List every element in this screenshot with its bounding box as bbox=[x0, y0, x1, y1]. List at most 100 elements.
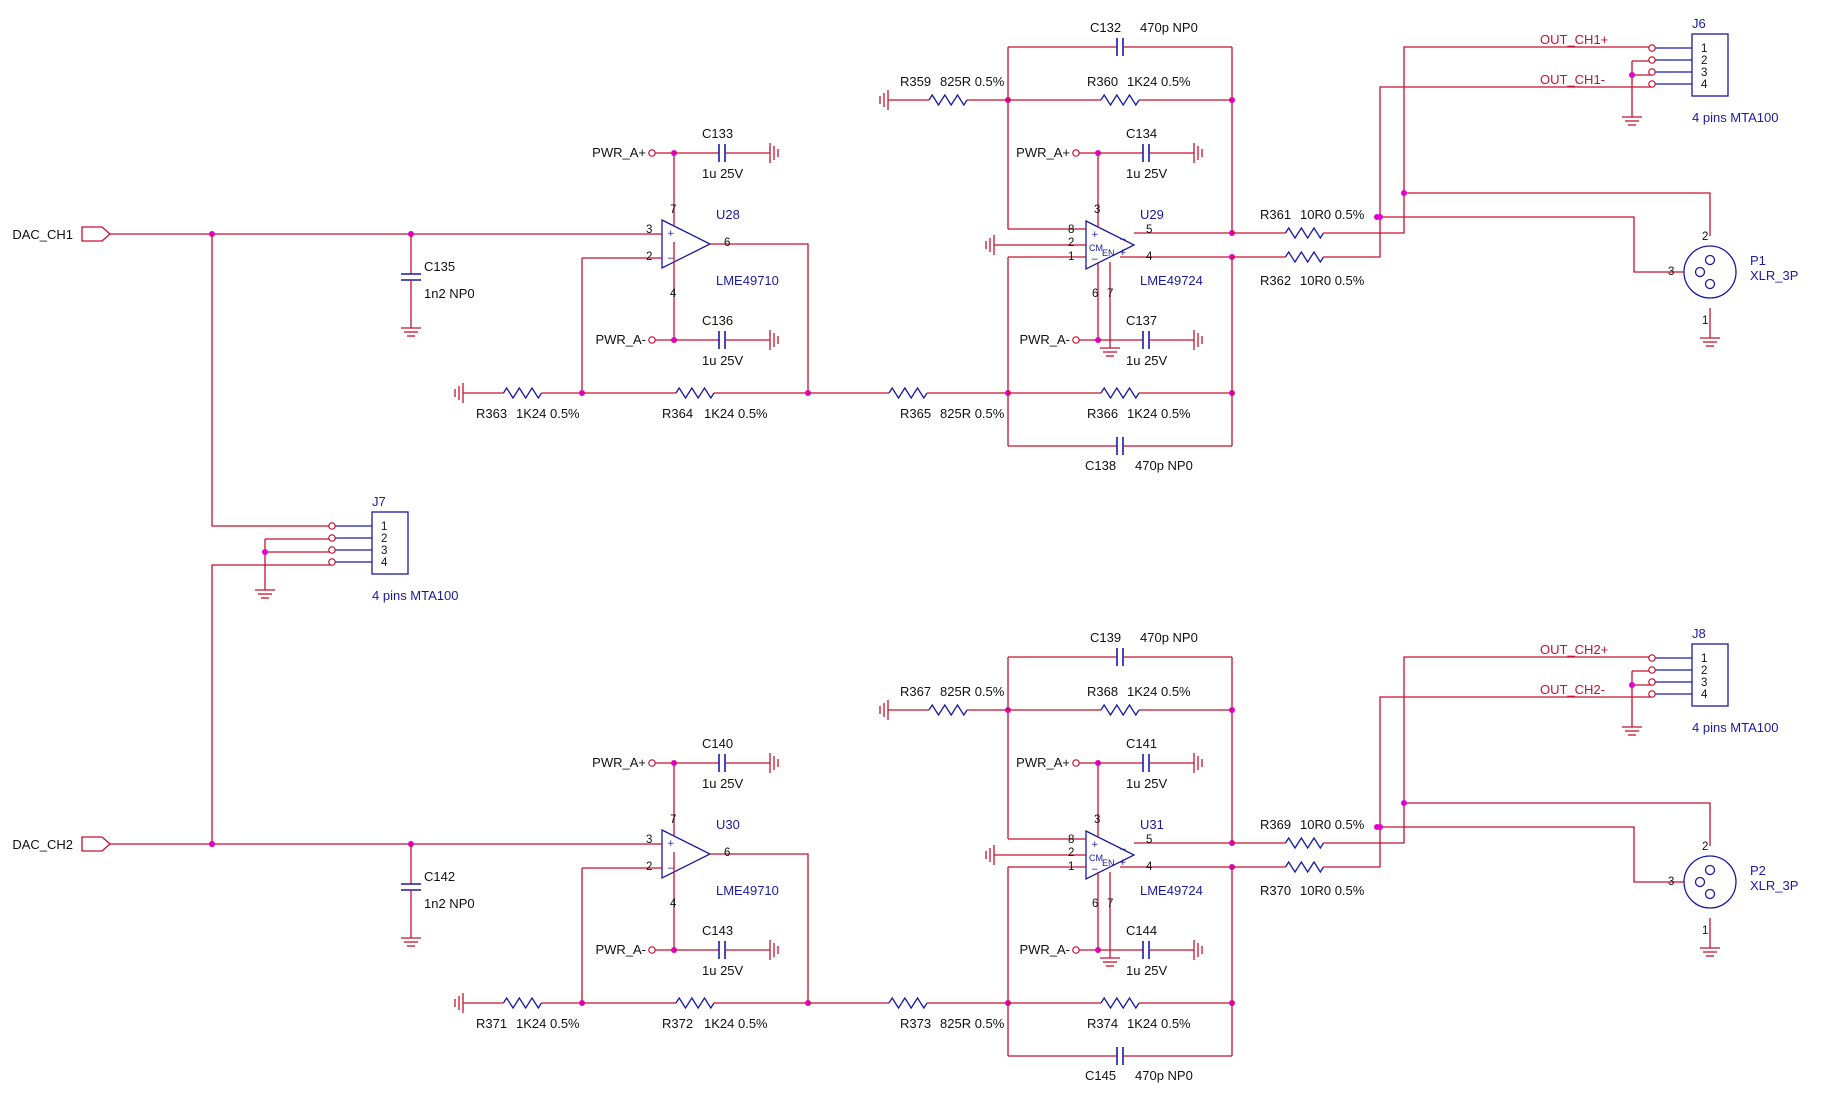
dac-ch1-port: DAC_CH1 bbox=[12, 226, 111, 242]
cap-ref: C138 bbox=[1085, 458, 1116, 473]
res-ref: R371 bbox=[476, 1016, 507, 1031]
minus-sign: − bbox=[1091, 865, 1099, 875]
res-ref: R360 bbox=[1087, 74, 1118, 89]
ground-icon bbox=[1193, 330, 1203, 350]
junction-dot bbox=[1401, 800, 1407, 806]
res-value: 1K24 0.5% bbox=[516, 406, 580, 421]
ground-icon bbox=[985, 845, 995, 865]
cap-ref: C139 bbox=[1090, 630, 1121, 645]
res-ref: R372 bbox=[662, 1016, 693, 1031]
ground-icon bbox=[769, 940, 779, 960]
pwr-neg-label: PWR_A- bbox=[595, 942, 646, 957]
pin-number: 4 bbox=[381, 557, 388, 569]
cap-value: 470p NP0 bbox=[1140, 630, 1198, 645]
ground-icon bbox=[1100, 347, 1120, 357]
junction-dot bbox=[1377, 214, 1383, 220]
pin-number: 1 bbox=[1702, 925, 1708, 937]
res-ref: R363 bbox=[476, 406, 507, 421]
ground-icon bbox=[401, 327, 421, 337]
pin-ring bbox=[1648, 80, 1656, 88]
cap-value: 470p NP0 bbox=[1135, 1068, 1193, 1083]
opamp-part: LME49710 bbox=[716, 883, 779, 898]
pin-ring bbox=[1648, 68, 1656, 76]
cap-ref: C144 bbox=[1126, 923, 1157, 938]
pin-number: 2 bbox=[1702, 841, 1708, 853]
res-value: 10R0 0.5% bbox=[1300, 883, 1365, 898]
output-header-part: 4 pins MTA100 bbox=[1692, 720, 1778, 735]
ground-icon bbox=[255, 589, 275, 599]
pin-ring bbox=[648, 759, 656, 767]
ground-icon bbox=[454, 993, 464, 1013]
pin-ring bbox=[1072, 946, 1080, 954]
res-value: 1K24 0.5% bbox=[516, 1016, 580, 1031]
res-ref: R373 bbox=[900, 1016, 931, 1031]
junction-dot bbox=[1629, 72, 1635, 78]
minus-sign: − bbox=[1119, 845, 1127, 855]
ground-icon bbox=[1193, 753, 1203, 773]
cap-value: 1u 25V bbox=[702, 166, 744, 181]
pin-number: 4 bbox=[1701, 79, 1708, 91]
pin-number: 1 bbox=[1068, 861, 1074, 873]
pwr-neg-label: PWR_A- bbox=[1019, 332, 1070, 347]
pin-ring bbox=[1648, 678, 1656, 686]
pin-ring bbox=[1648, 690, 1656, 698]
pin-number: 6 bbox=[1092, 288, 1098, 300]
ground-icon bbox=[1193, 143, 1203, 163]
pin-ring bbox=[328, 558, 336, 566]
pin-number: 3 bbox=[1668, 876, 1674, 888]
pin-ring bbox=[1648, 56, 1656, 64]
pin-ring bbox=[648, 336, 656, 344]
ground-icon bbox=[1700, 947, 1720, 957]
cap-value: 1u 25V bbox=[1126, 166, 1168, 181]
opamp-ref: U31 bbox=[1140, 817, 1164, 832]
opamp-part: LME49724 bbox=[1140, 883, 1203, 898]
opamp-symbol: +− bbox=[661, 218, 712, 270]
dac-ch2-port-label: DAC_CH2 bbox=[12, 837, 73, 852]
cap-ref: C132 bbox=[1090, 20, 1121, 35]
xlr-ref: P1 bbox=[1750, 253, 1766, 268]
pin-number: 5 bbox=[1146, 224, 1152, 236]
ground-icon bbox=[769, 753, 779, 773]
cap-ref: C140 bbox=[702, 736, 733, 751]
cap-ref: C133 bbox=[702, 126, 733, 141]
pin-number: 8 bbox=[1068, 224, 1074, 236]
res-value: 1K24 0.5% bbox=[1127, 74, 1191, 89]
cap-value: 1u 25V bbox=[702, 776, 744, 791]
cap-ref: C135 bbox=[424, 259, 455, 274]
junction-dot bbox=[1377, 824, 1383, 830]
pin-number: 7 bbox=[670, 814, 676, 826]
res-ref: R365 bbox=[900, 406, 931, 421]
pin-number: 8 bbox=[1068, 834, 1074, 846]
plus-sign: + bbox=[1119, 248, 1127, 258]
ground-icon bbox=[1100, 957, 1120, 967]
res-ref: R361 bbox=[1260, 207, 1291, 222]
cap-value: 470p NP0 bbox=[1135, 458, 1193, 473]
pin-ring bbox=[1648, 654, 1656, 662]
pin-number: 4 bbox=[670, 288, 677, 300]
pin-number: 7 bbox=[670, 204, 676, 216]
cm-mark: CM bbox=[1089, 243, 1103, 253]
ground-icon bbox=[1193, 940, 1203, 960]
pin-ring bbox=[328, 534, 336, 542]
pin-number: 4 bbox=[670, 898, 677, 910]
pin-ring bbox=[1648, 44, 1656, 52]
pwr-neg-label: PWR_A- bbox=[595, 332, 646, 347]
pin-number: 2 bbox=[1701, 665, 1707, 677]
res-ref: R374 bbox=[1087, 1016, 1118, 1031]
junction-dot bbox=[1401, 190, 1407, 196]
pin-number: 7 bbox=[1107, 288, 1113, 300]
ground-icon bbox=[1622, 726, 1642, 736]
res-value: 1K24 0.5% bbox=[704, 406, 768, 421]
xlr-part: XLR_3P bbox=[1750, 268, 1798, 283]
res-ref: R367 bbox=[900, 684, 931, 699]
pin-number: 3 bbox=[1094, 204, 1100, 216]
cap-ref: C137 bbox=[1126, 313, 1157, 328]
ground-icon bbox=[769, 143, 779, 163]
plus-sign: + bbox=[667, 839, 675, 849]
net-label-neg: OUT_CH1- bbox=[1540, 72, 1605, 87]
